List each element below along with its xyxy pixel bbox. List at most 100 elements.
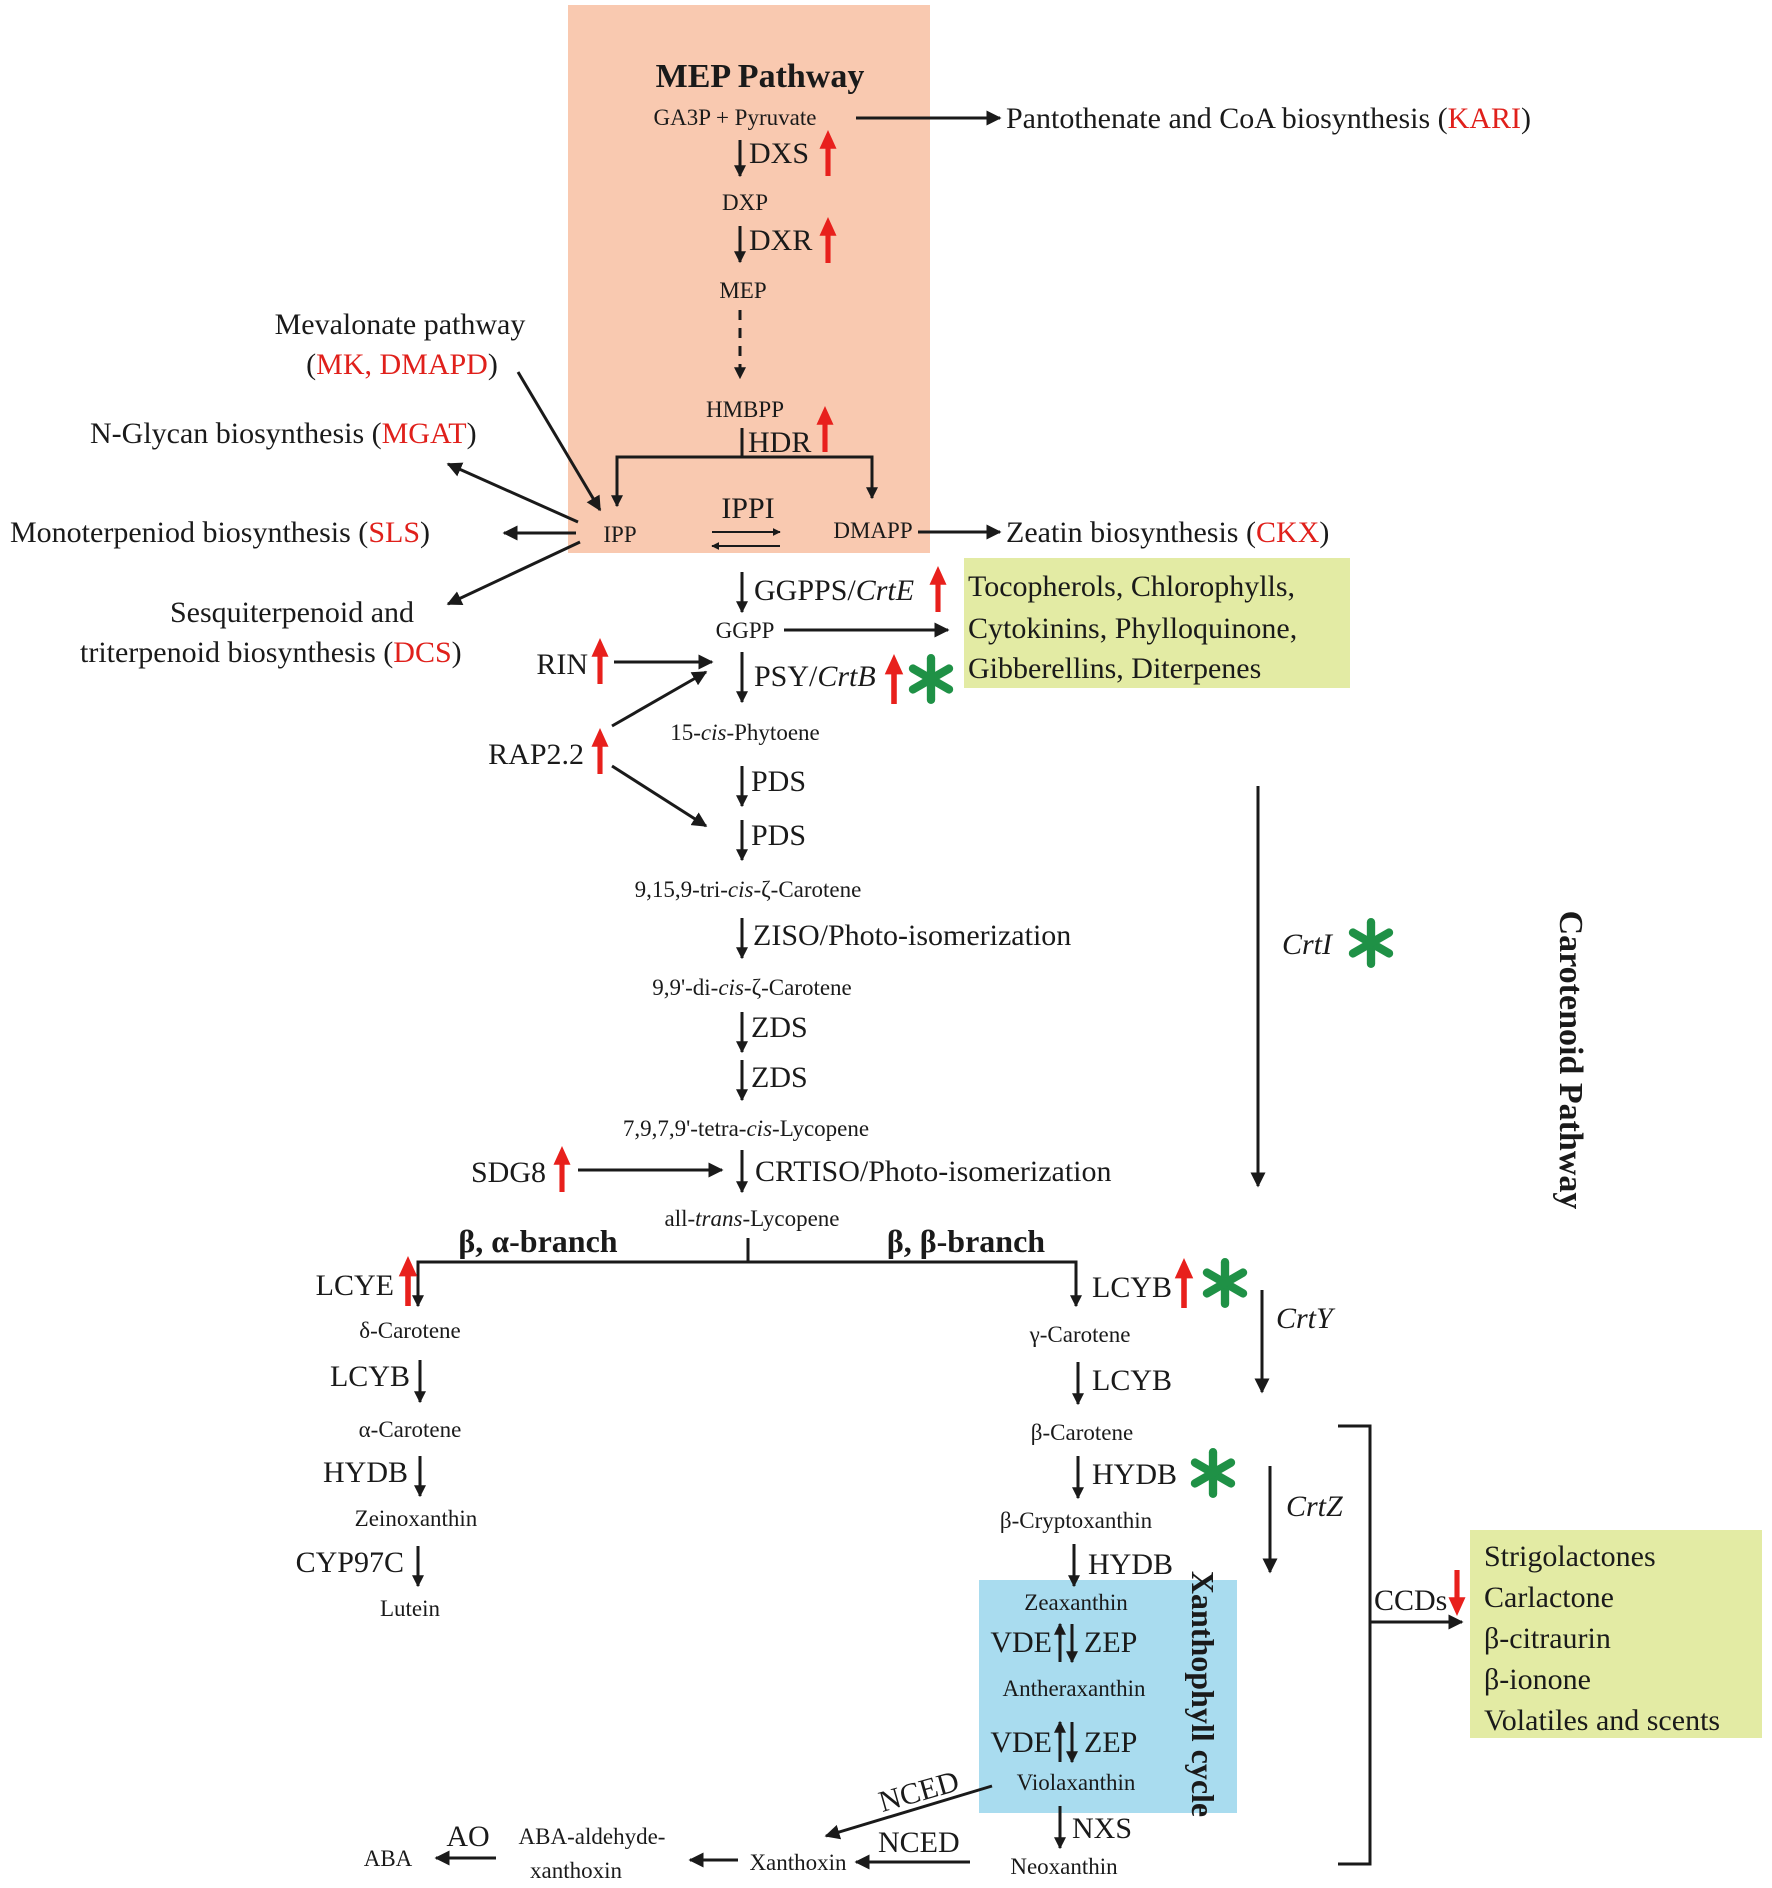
tri-cis-carotene-label: 9,15,9-tri-cis-ζ-Carotene — [635, 877, 862, 902]
ccd-product-beta-citraurin: β-citraurin — [1484, 1622, 1611, 1655]
mk-dmapd-genes: MK, DMAPD — [316, 348, 488, 381]
crtb-text: CrtB — [817, 660, 875, 693]
phytoene-prefix: 15- — [670, 720, 701, 745]
zds-label-2: ZDS — [751, 1061, 808, 1094]
mevalonate-label-1: Mevalonate pathway — [275, 308, 526, 341]
pds-label-1: PDS — [751, 765, 806, 798]
alpha-branch-title: β, α-branch — [458, 1223, 617, 1259]
crte-text: CrtE — [856, 574, 914, 607]
psy-label: PSY/CrtB — [754, 660, 876, 693]
ggpps-text: GGPPS/ — [754, 574, 856, 607]
sdg8-up-arrow-icon — [553, 1146, 571, 1192]
psy-transgene-asterisk-icon — [913, 658, 949, 700]
alpha-carotene-label: α-Carotene — [359, 1417, 462, 1442]
vde-label-2: VDE — [990, 1726, 1052, 1759]
zeinoxanthin-label: Zeinoxanthin — [355, 1506, 478, 1531]
ao-label: AO — [446, 1820, 489, 1853]
ggpp-products-line-2: Cytokinins, Phylloquinone, — [968, 612, 1297, 645]
arrow-rap22-to-pds — [611, 764, 708, 828]
xanthophyll-cycle-box — [979, 1580, 1237, 1813]
tri-cis-cis: cis — [728, 877, 754, 902]
kari-gene: KARI — [1448, 102, 1521, 135]
phytoene-label: 15-cis-Phytoene — [670, 720, 820, 745]
sls-gene: SLS — [368, 516, 420, 549]
sesquiterpenoid-label-1: Sesquiterpenoid and — [170, 596, 414, 629]
mep-label: MEP — [719, 278, 766, 303]
rin-label: RIN — [536, 648, 588, 681]
lcyb-up-arrow-icon — [1174, 1258, 1194, 1308]
mevalonate-label-2: (MK, DMAPD) — [306, 348, 498, 381]
beta-branch-line — [748, 1260, 1082, 1308]
arrow-mevalonate-to-ipp — [516, 371, 602, 512]
ggpp-products-line-3: Gibberellins, Diterpenes — [968, 652, 1261, 685]
dcs-gene: DCS — [393, 636, 451, 669]
rin-up-arrow-icon — [591, 638, 609, 684]
hdr-branch-to-ipp — [611, 455, 742, 508]
beta-carotene-label: β-Carotene — [1031, 1420, 1133, 1445]
lycopene-trans: trans — [695, 1206, 742, 1231]
gamma-carotene-label: γ-Carotene — [1029, 1322, 1131, 1347]
lcyb-transgene-asterisk-icon — [1207, 1262, 1243, 1304]
tetra-cis-lycopene-label: 7,9,7,9'-tetra-cis-Lycopene — [623, 1116, 869, 1141]
psy-text: PSY/ — [754, 660, 818, 693]
phytoene-suffix: -Phytoene — [726, 720, 819, 745]
xanthophyll-cycle-title: Xanthophyll cycle — [1185, 1571, 1221, 1817]
ggpp-label: GGPP — [716, 618, 775, 643]
hdr-branch-to-dmapp — [742, 455, 878, 500]
pds-label-2: PDS — [751, 819, 806, 852]
beta-cryptoxanthin-label: β-Cryptoxanthin — [1000, 1508, 1153, 1533]
beta-lcyb-label-2: LCYB — [1092, 1364, 1172, 1397]
lcye-label: LCYE — [316, 1269, 394, 1302]
crti-label: CrtI — [1282, 928, 1334, 961]
nced-label-1: NCED — [875, 1765, 963, 1819]
alpha-hydb-label: HYDB — [323, 1456, 408, 1489]
hdr-label: HDR — [748, 426, 811, 459]
close-paren: ) — [1319, 516, 1329, 549]
ga3p-pyruvate-label: GA3P + Pyruvate — [654, 105, 817, 130]
hmbpp-label: HMBPP — [706, 397, 784, 422]
ccd-product-carlactone: Carlactone — [1484, 1581, 1614, 1614]
nxs-label: NXS — [1072, 1812, 1132, 1845]
ccd-bracket — [1338, 1424, 1372, 1866]
pantothenate-text: Pantothenate and CoA biosynthesis ( — [1006, 102, 1448, 135]
aba-label: ABA — [364, 1846, 413, 1871]
alpha-branch-line — [412, 1260, 748, 1308]
ggpps-label: GGPPS/CrtE — [754, 574, 914, 607]
sesquiterpenoid-label-2: triterpenoid biosynthesis (DCS) — [80, 636, 462, 669]
tetra-cis-suffix: -Lycopene — [772, 1116, 869, 1141]
hydb-transgene-asterisk-icon — [1195, 1452, 1231, 1494]
ccd-products-box — [1470, 1530, 1762, 1738]
zeatin-label: Zeatin biosynthesis (CKX) — [1006, 516, 1329, 549]
close-paren: ) — [467, 417, 477, 450]
ggpp-products-line-1: Tocopherols, Chlorophylls, — [968, 570, 1295, 603]
xanthoxin-label: Xanthoxin — [749, 1850, 847, 1875]
mep-pathway-title: MEP Pathway — [656, 58, 865, 95]
beta-branch-title: β, β-branch — [887, 1223, 1045, 1259]
ccd-product-beta-ionone: β-ionone — [1484, 1663, 1591, 1696]
pantothenate-label: Pantothenate and CoA biosynthesis (KARI) — [1006, 102, 1531, 135]
ippi-label: IPPI — [721, 492, 774, 525]
tri-cis-prefix: 9,15,9-tri- — [635, 877, 728, 902]
sesquiterpenoid-text: triterpenoid biosynthesis ( — [80, 636, 393, 669]
aba-aldehyde-label-2: xanthoxin — [530, 1858, 622, 1883]
psy-up-arrow-icon — [884, 654, 904, 704]
monoterpenoid-text: Monoterpeniod biosynthesis ( — [10, 516, 368, 549]
ggpps-up-arrow-icon — [929, 566, 947, 612]
crtiso-label: CRTISO/Photo-isomerization — [755, 1155, 1112, 1188]
rap22-up-arrow-icon — [591, 728, 609, 774]
phytoene-cis: cis — [701, 720, 727, 745]
di-cis-carotene-label: 9,9'-di-cis-ζ-Carotene — [652, 975, 852, 1000]
di-cis-prefix: 9,9'-di- — [652, 975, 718, 1000]
crtz-label: CrtZ — [1286, 1490, 1343, 1523]
lycopene-suffix: -Lycopene — [742, 1206, 839, 1231]
ccd-product-volatiles: Volatiles and scents — [1484, 1704, 1720, 1737]
close-paren: ) — [488, 348, 498, 381]
aba-aldehyde-label-1: ABA-aldehyde- — [519, 1824, 666, 1849]
lutein-label: Lutein — [380, 1596, 441, 1621]
crti-transgene-asterisk-icon — [1353, 922, 1389, 964]
dxs-label: DXS — [749, 137, 809, 170]
ckx-gene: CKX — [1256, 516, 1320, 549]
delta-carotene-label: δ-Carotene — [359, 1318, 461, 1343]
sdg8-label: SDG8 — [471, 1156, 546, 1189]
di-cis-cis: cis — [718, 975, 744, 1000]
